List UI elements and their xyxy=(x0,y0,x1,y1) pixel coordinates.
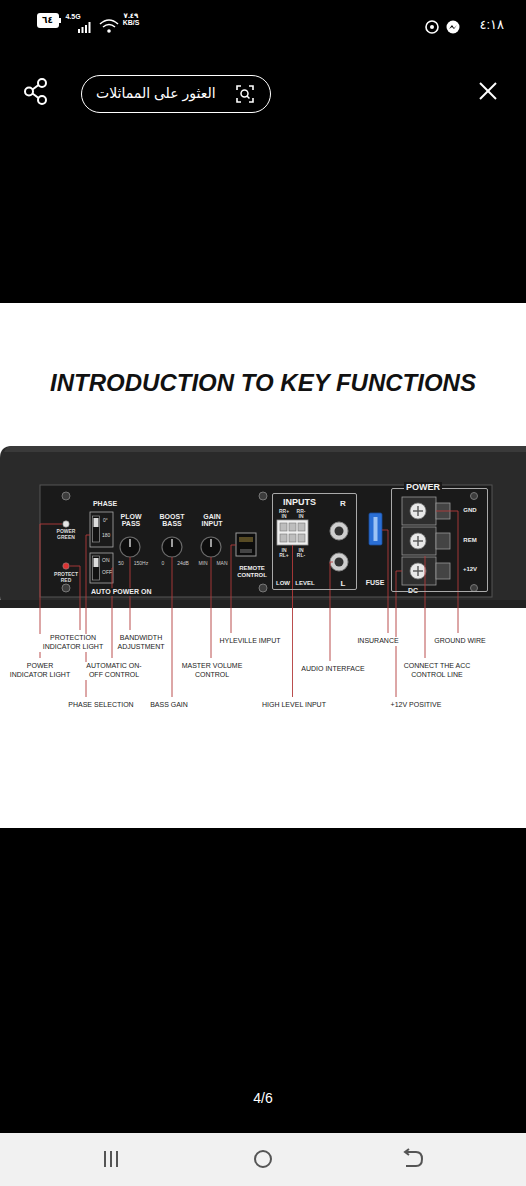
power-group: POWER xyxy=(391,488,488,592)
callout-label: AUDIO INTERFACE xyxy=(300,665,365,674)
callout-label: MASTER VOLUME CONTROL xyxy=(176,662,248,680)
group-heading: INPUTS xyxy=(283,497,316,507)
callout-label: +12V POSITIVE xyxy=(390,701,443,710)
callout-label: PROTECTION INDICATOR LIGHT xyxy=(35,634,111,652)
panel-marking: RR- IN xyxy=(294,509,308,519)
panel-marking: PHASE xyxy=(93,500,117,508)
panel-marking: POWER GREEN xyxy=(54,529,78,540)
panel-marking: 24dB xyxy=(177,561,189,567)
callout-label: HIGH LEVEL INPUT xyxy=(261,701,327,710)
inputs-group: INPUTS xyxy=(272,493,357,590)
panel-marking: IN RL+ xyxy=(277,548,291,558)
panel-marking: +12V xyxy=(463,566,477,573)
panel-marking: PROTECT RED xyxy=(54,572,78,583)
callout-label: HYLEVILLE IMPUT xyxy=(218,637,281,646)
callout-label: POWER INDICATOR LIGHT xyxy=(6,662,74,680)
panel-marking: R xyxy=(340,499,346,508)
panel-marking: REMOTE CONTROL xyxy=(235,565,269,578)
panel-marking: 0 xyxy=(162,561,165,567)
page-counter: 4/6 xyxy=(253,1090,272,1106)
panel-marking: GAIN INPUT xyxy=(197,513,227,528)
clock: ٤:١٨ xyxy=(479,18,504,33)
search-icon xyxy=(236,85,254,103)
panel-marking: LOW xyxy=(276,580,290,587)
status-text: ٦٤ xyxy=(42,15,53,25)
status-text: 4.5G xyxy=(65,13,80,21)
panel-marking: 180 xyxy=(102,533,110,539)
panel-marking: REM xyxy=(463,537,476,544)
panel-marking: MAN xyxy=(216,561,227,567)
panel-marking: PLOW PASS xyxy=(117,513,145,528)
panel-marking: LEVEL xyxy=(295,580,314,587)
panel-marking: GND xyxy=(463,507,476,514)
search-button: العثور على المماثلات xyxy=(81,75,271,113)
panel-marking: RR+ IN xyxy=(277,509,291,519)
callout-label: INSURANCE xyxy=(356,637,399,646)
panel-marking: ON xyxy=(102,558,110,564)
panel-marking: OFF xyxy=(102,570,112,576)
callout-label: GROUND WIRE xyxy=(433,637,486,646)
panel-marking: 150Hz xyxy=(134,561,148,567)
callout-label: AUTOMATIC ON-OFF CONTROL xyxy=(81,662,147,680)
group-heading: POWER xyxy=(404,482,442,492)
panel-marking: 50 xyxy=(118,561,124,567)
callout-label: PHASE SELECTION xyxy=(67,701,134,710)
panel-marking: IN RL- xyxy=(294,548,308,558)
panel-marking: FUSE xyxy=(366,579,385,587)
status-text: ٧.٤٩ KB/S xyxy=(118,12,144,27)
panel-marking: 0° xyxy=(103,518,108,524)
diagram-title: INTRODUCTION TO KEY FUNCTIONS xyxy=(50,369,476,397)
panel-marking: MIN xyxy=(198,561,207,567)
panel-marking: L xyxy=(341,579,346,588)
panel-marking: BOOST BASS xyxy=(157,513,187,528)
button-label: العثور على المماثلات xyxy=(96,85,216,101)
panel-marking: AUTO POWER ON xyxy=(90,588,153,596)
callout-label: BASS GAIN xyxy=(149,701,189,710)
callout-label: BANDWIDTH ADJUSTMENT xyxy=(113,634,169,652)
callout-label: CONNECT THE ACC CONTROL LINE xyxy=(399,662,475,680)
